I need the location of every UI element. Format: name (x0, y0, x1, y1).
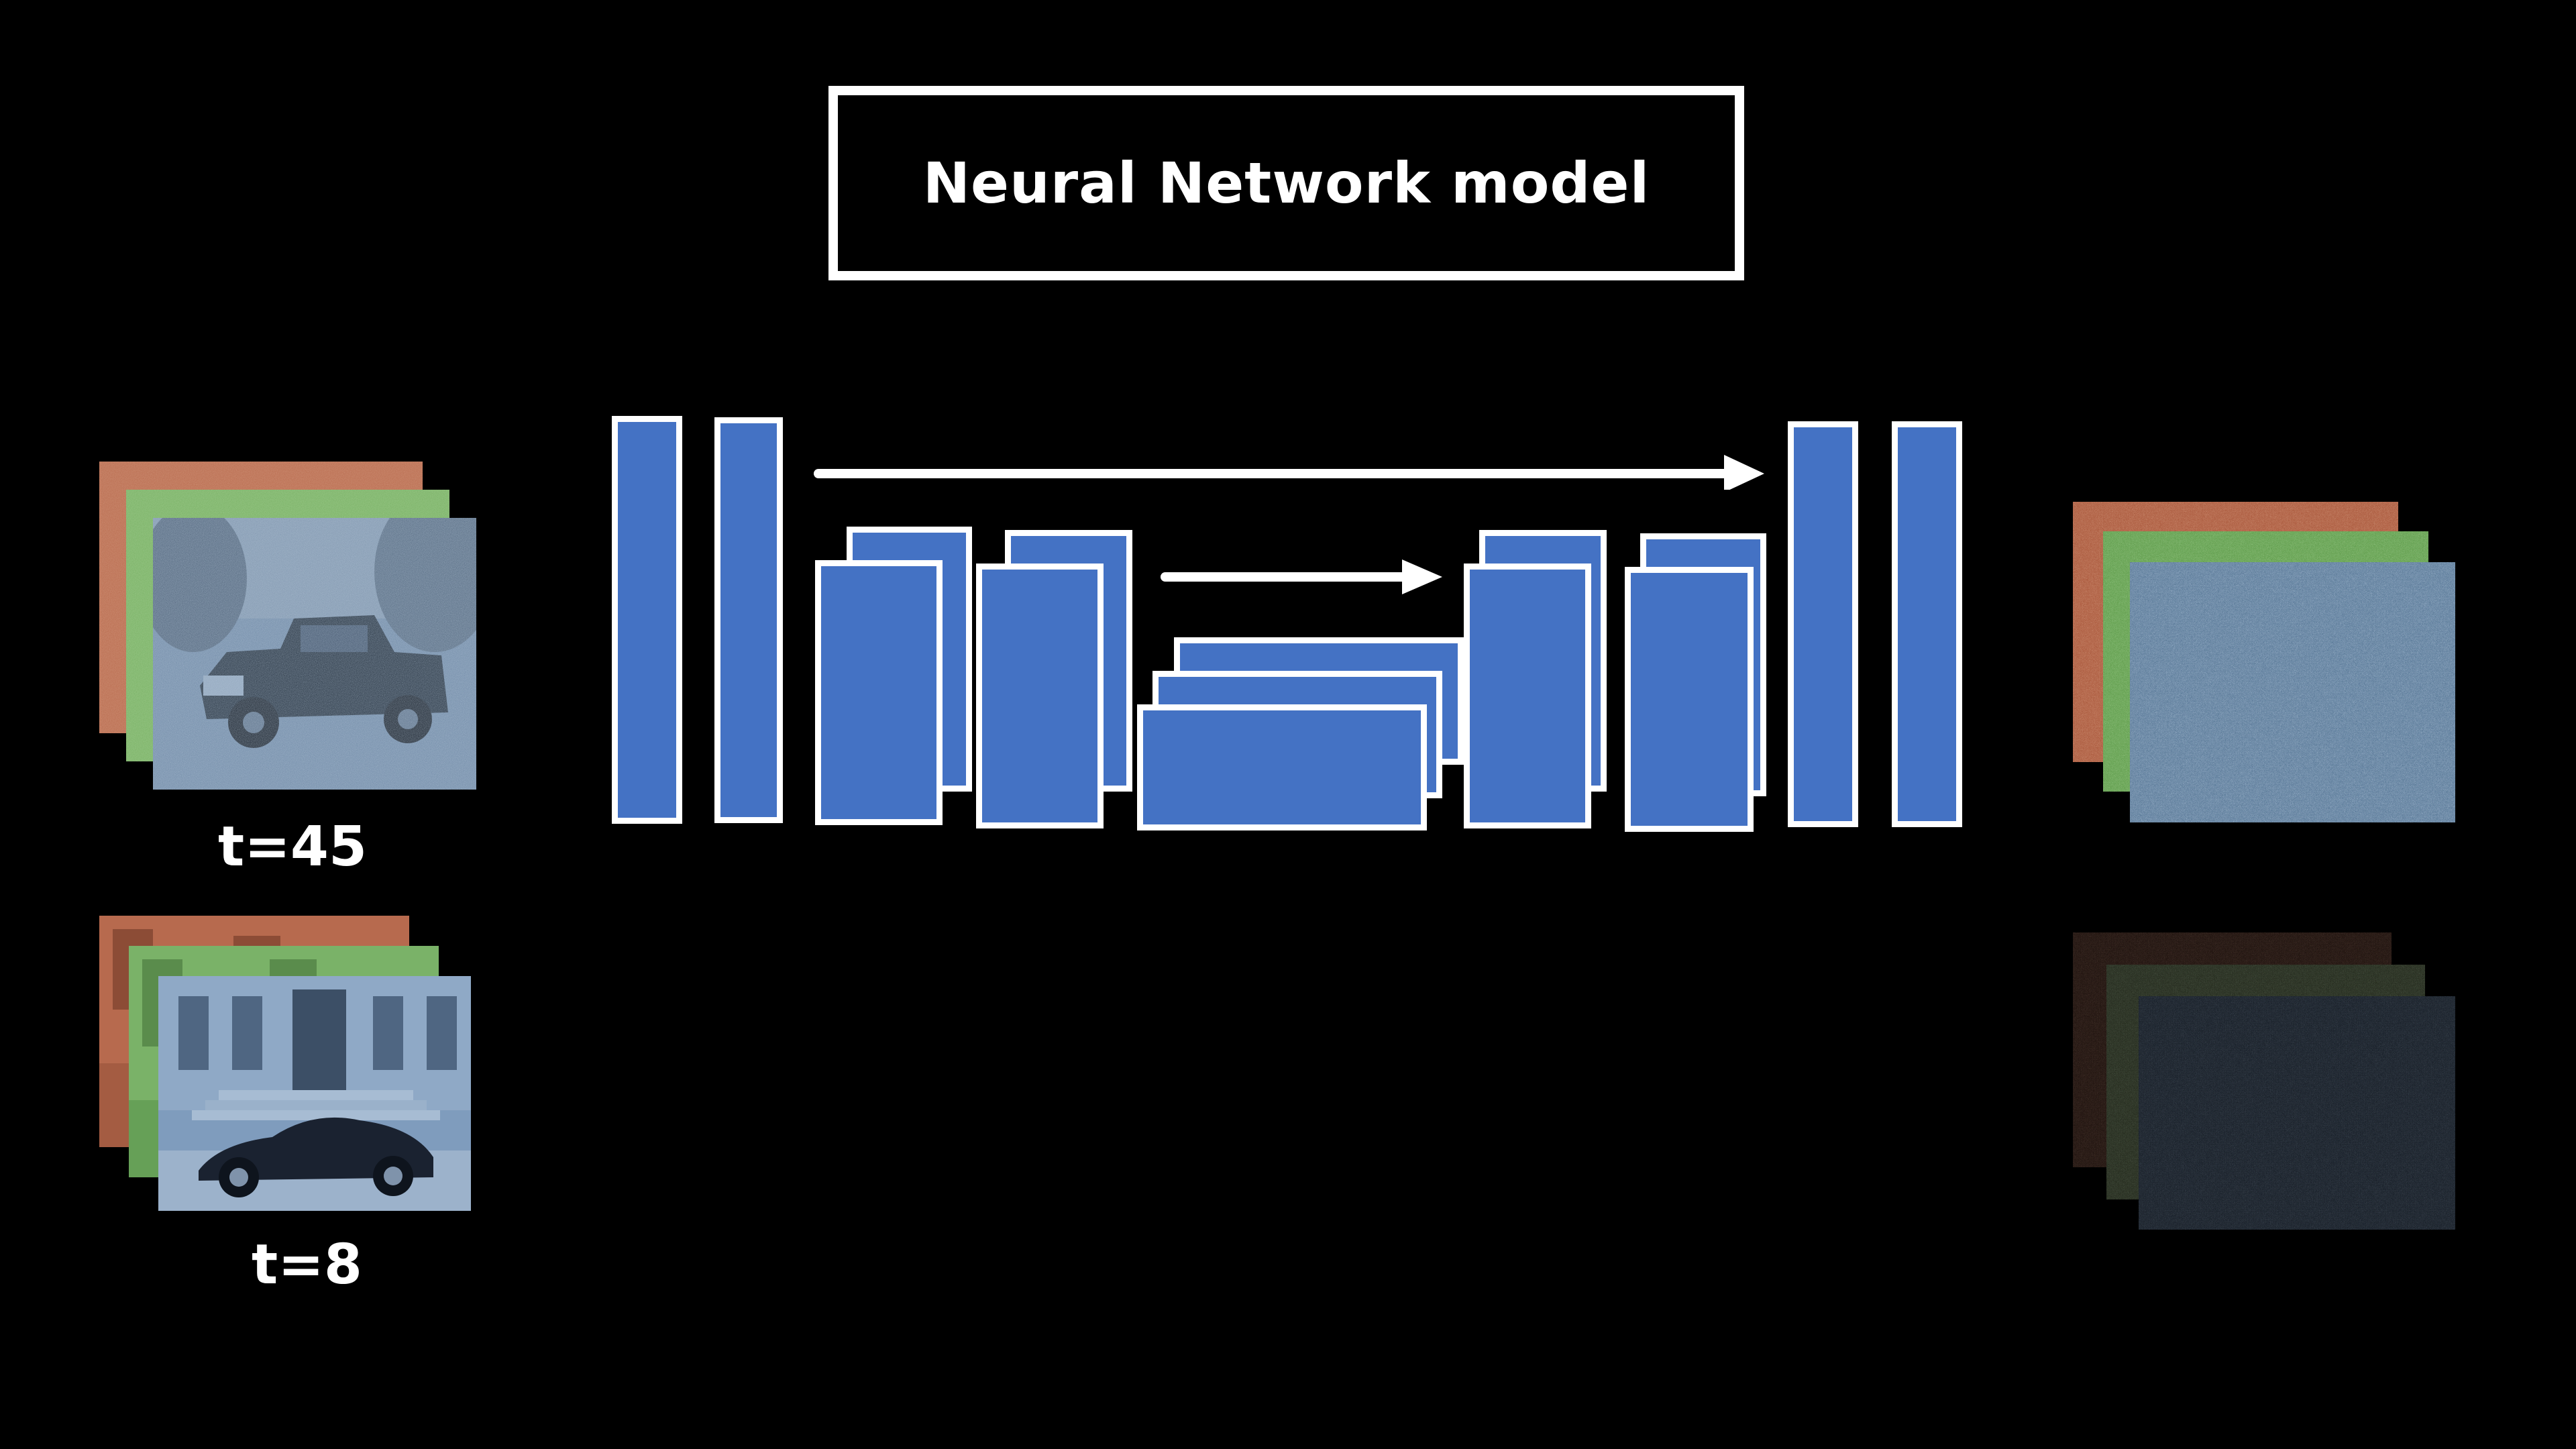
timestep-text-2: t=8 (252, 1233, 362, 1297)
skip-connection-arrow-top (814, 455, 1764, 490)
encoder-block-2b-front (976, 564, 1104, 828)
timestep-label-2: t=8 (252, 1233, 362, 1297)
encoder-block-1a (612, 416, 682, 824)
bottleneck-block-front (1137, 704, 1427, 830)
encoder-block-1b (714, 417, 783, 823)
input-1-blue-channel (153, 518, 476, 790)
skip-connection-arrow-middle (1161, 559, 1442, 594)
decoder-block-2a (1788, 421, 1858, 827)
decoder-block-1a-front (1464, 564, 1591, 828)
output-2-blue-channel (2139, 996, 2455, 1230)
timestep-label-1: t=45 (218, 815, 367, 879)
encoder-block-2a-front (815, 560, 943, 825)
title-text: Neural Network model (922, 150, 1650, 216)
timestep-text-1: t=45 (218, 815, 368, 879)
title-box: Neural Network model (828, 86, 1744, 280)
output-1-blue-channel (2130, 562, 2455, 822)
input-2-blue-channel (158, 976, 471, 1211)
decoder-block-2b (1892, 421, 1962, 827)
decoder-block-1b-front (1625, 567, 1754, 832)
truck-image (153, 518, 476, 790)
car-image (158, 976, 471, 1211)
